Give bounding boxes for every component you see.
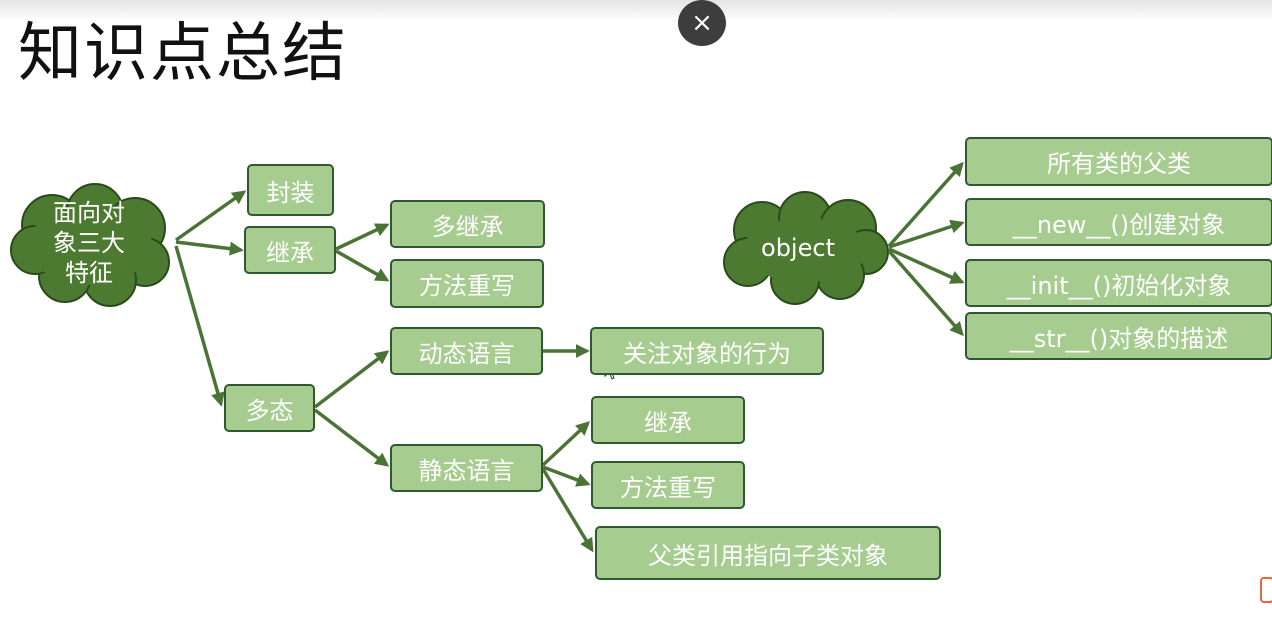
node-new-method: __new__()创建对象 — [965, 198, 1272, 246]
right-root-label: object — [761, 234, 835, 262]
cloud-right-root — [723, 191, 889, 305]
page-title: 知识点总结 — [18, 17, 348, 91]
node-static-override: 方法重写 — [591, 461, 745, 509]
node-parent-of-all: 所有类的父类 — [965, 137, 1272, 186]
node-static-inheritance: 继承 — [591, 396, 745, 444]
node-init-method: __init__()初始化对象 — [965, 259, 1272, 307]
node-parent-ref: 父类引用指向子类对象 — [595, 526, 941, 580]
left-root-label: 面向对 象三大 特征 — [40, 196, 138, 290]
close-button[interactable]: × — [678, 0, 726, 46]
node-focus-behavior: 关注对象的行为 — [590, 327, 824, 375]
arrow-root-polymorphism — [174, 245, 225, 407]
arrow-static-override — [542, 465, 591, 487]
arrow-inheritance-multiple — [335, 223, 390, 251]
arrow-poly-dynamic — [313, 350, 390, 409]
arrow-object-parent — [887, 161, 964, 248]
left-root-line-3: 特征 — [65, 259, 113, 287]
edge-widget[interactable] — [1260, 577, 1272, 603]
arrow-root-inheritance — [175, 240, 244, 256]
arrow-object-str — [887, 249, 964, 337]
close-icon: × — [691, 8, 713, 38]
arrow-static-parentref — [541, 468, 594, 553]
arrow-inheritance-override — [335, 249, 390, 282]
arrow-static-inheritance — [541, 421, 591, 467]
node-str-method: __str__()对象的描述 — [965, 312, 1272, 360]
arrow-root-encapsulation — [174, 190, 247, 242]
top-shade — [0, 0, 1272, 22]
arrow-object-new — [888, 219, 965, 249]
node-method-override: 方法重写 — [390, 259, 544, 308]
node-dynamic-language: 动态语言 — [390, 327, 543, 375]
arrow-poly-static — [313, 408, 390, 467]
node-inheritance: 继承 — [244, 226, 336, 274]
left-root-line-1: 面向对 — [53, 199, 125, 227]
left-root-line-2: 象三大 — [53, 229, 125, 257]
arrow-object-init — [888, 247, 965, 284]
node-static-language: 静态语言 — [390, 444, 543, 492]
node-encapsulation: 封装 — [247, 164, 334, 216]
node-polymorphism: 多态 — [224, 384, 315, 432]
node-multiple-inheritance: 多继承 — [390, 200, 545, 248]
cloud-left-root — [10, 183, 170, 307]
